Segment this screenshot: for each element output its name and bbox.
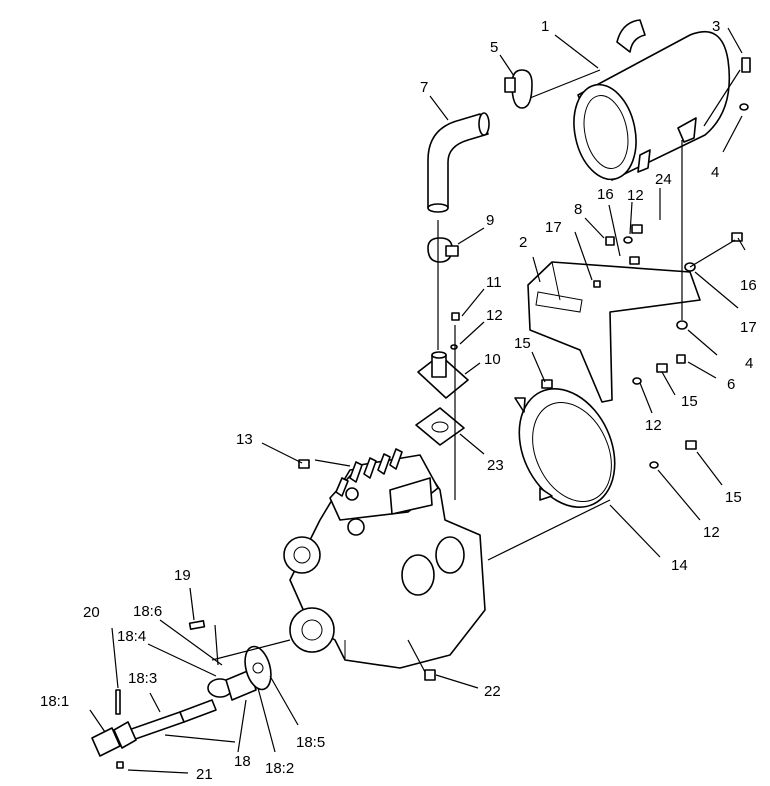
clamp-lower (427, 237, 459, 263)
callout-20: 20 (83, 604, 100, 621)
callout-14: 14 (671, 557, 688, 574)
callout-18-5: 18:5 (296, 734, 325, 751)
callout-10: 10 (484, 351, 501, 368)
callout-11: 11 (486, 274, 502, 291)
callout-8: 8 (574, 201, 582, 218)
callout-12: 12 (627, 187, 644, 204)
callout-18-4: 18:4 (117, 628, 146, 645)
muffler (573, 19, 731, 181)
callout-3: 3 (712, 18, 720, 35)
exhaust-gasket (415, 407, 465, 446)
callout-22: 22 (484, 683, 501, 700)
callout-18-1: 18:1 (40, 693, 69, 710)
callout-18-6: 18:6 (133, 603, 162, 620)
callout-23: 23 (487, 457, 504, 474)
muffler-bracket (527, 261, 701, 403)
callout-12: 12 (486, 307, 503, 324)
callout-15: 15 (725, 489, 742, 506)
fan-shroud (514, 388, 616, 508)
leader-lines (89, 27, 746, 774)
callout-7: 7 (420, 79, 428, 96)
callout-24: 24 (655, 171, 672, 188)
callout-17: 17 (545, 219, 562, 236)
callout-13: 13 (236, 431, 253, 448)
callout-18-3: 18:3 (128, 670, 157, 687)
callout-4: 4 (745, 355, 753, 372)
callout-2: 2 (519, 234, 527, 251)
drive-shaft (91, 620, 272, 769)
callout-15: 15 (681, 393, 698, 410)
callout-18-2: 18:2 (265, 760, 294, 777)
clamp-upper (504, 69, 533, 109)
exhaust-flange (417, 351, 469, 399)
callout-16: 16 (740, 277, 757, 294)
callout-12: 12 (645, 417, 662, 434)
callout-18: 18 (234, 753, 251, 770)
exhaust-pipe (427, 112, 490, 213)
callout-16: 16 (597, 186, 614, 203)
callout-12: 12 (703, 524, 720, 541)
callout-17: 17 (740, 319, 757, 336)
callout-5: 5 (490, 39, 498, 56)
callout-6: 6 (727, 376, 735, 393)
engine-block (283, 448, 486, 669)
callout-9: 9 (486, 212, 494, 229)
callout-4: 4 (711, 164, 719, 181)
callout-21: 21 (196, 766, 213, 783)
hardware (298, 57, 751, 681)
callout-labels: 1 2 3 4 4 5 6 7 8 9 10 11 12 12 12 12 13… (40, 18, 757, 783)
callout-15: 15 (514, 335, 531, 352)
callout-1: 1 (541, 18, 549, 35)
callout-19: 19 (174, 567, 191, 584)
